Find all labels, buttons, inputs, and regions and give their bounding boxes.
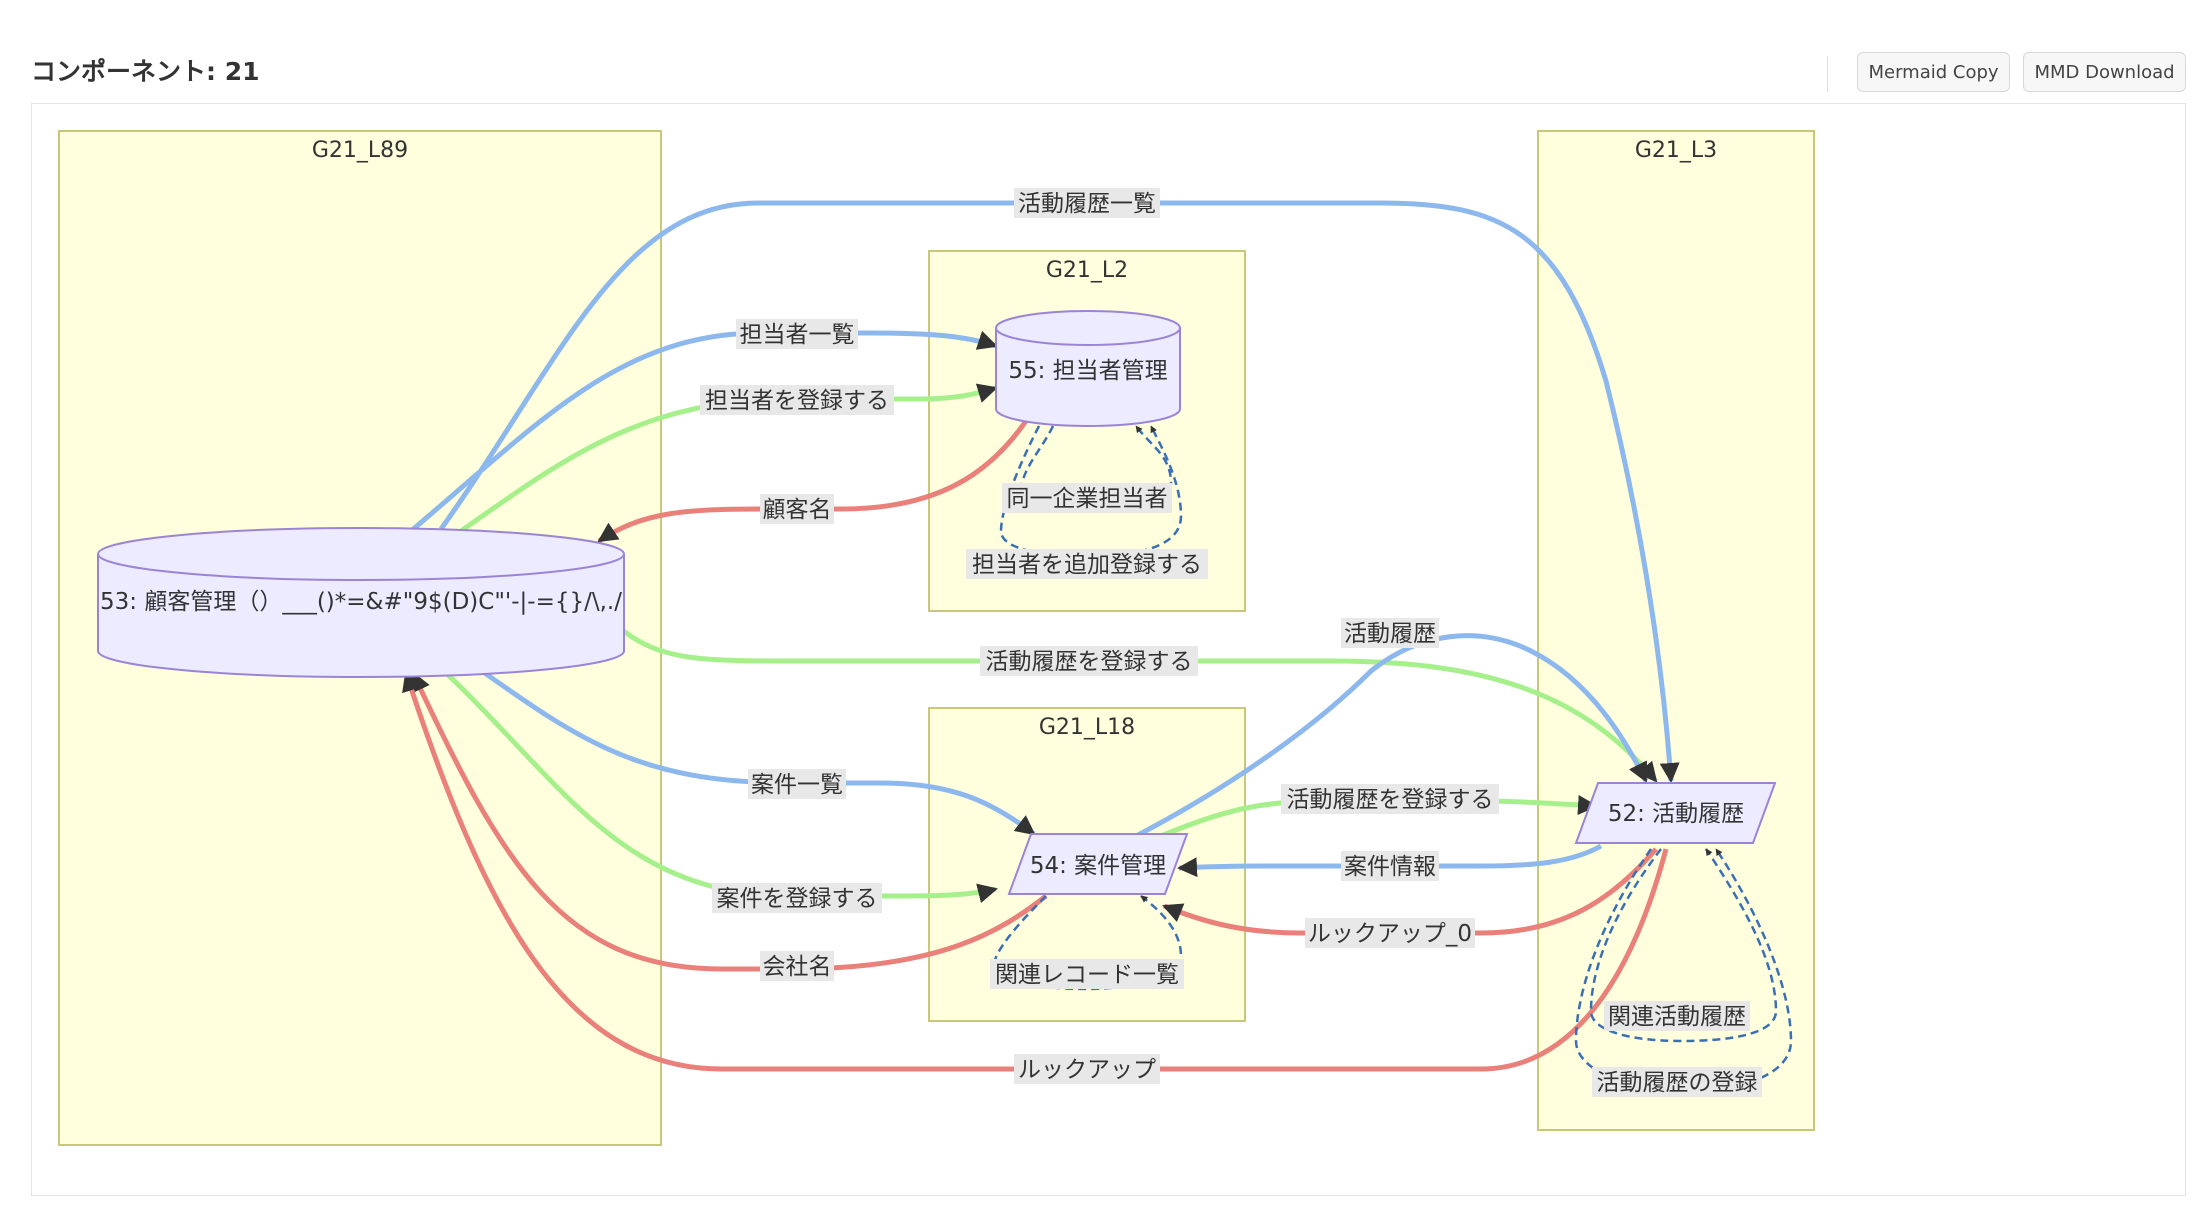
edge-lookup0 (1162, 847, 1658, 936)
label-katsudo-toroku-a: 活動履歴を登録する (986, 649, 1193, 675)
page-title: コンポーネント: 21 (31, 57, 260, 86)
edge-anken-toroku (444, 671, 998, 904)
label-lookup0: ルックアップ_0 (1308, 921, 1472, 947)
node-55-label: 55: 担当者管理 (1008, 358, 1167, 384)
label-anken-toroku: 案件を登録する (717, 886, 878, 912)
group-title-g21-l18: G21_L18 (1039, 715, 1135, 740)
label-lookup: ルックアップ (1018, 1057, 1156, 1083)
label-kanren-record: 関連レコード一覧 (995, 962, 1179, 988)
label-doitsu: 同一企業担当者 (1007, 486, 1168, 512)
node-53-cylinder[interactable]: 53: 顧客管理（）___()*=&#"9$(D)C"'-|-={}/\,./ (97, 527, 625, 678)
edge-katsudo-ichiran (438, 200, 1680, 783)
self-loop-kanren-katsudo (1589, 848, 1778, 1043)
label-katsudo-ichiran: 活動履歴一覧 (1018, 191, 1156, 217)
flowchart-diagram: G21_L89 G21_L2 G21_L18 G21_L3 (58, 130, 1815, 1146)
self-loop-katsudo-no-toroku (1574, 848, 1793, 1093)
label-kaishamei: 会社名 (763, 954, 832, 980)
group-title-g21-l2: G21_L2 (1046, 258, 1128, 283)
node-54-parallelogram[interactable]: 54: 案件管理 (1007, 833, 1189, 895)
label-anken-ichiran: 案件一覧 (751, 772, 843, 798)
group-title-g21-l89: G21_L89 (312, 138, 408, 163)
edge-kaishamei (410, 671, 1048, 972)
label-tsuika: 担当者を追加登録する (972, 552, 1202, 578)
label-kanren-katsudo: 関連活動履歴 (1608, 1004, 1746, 1030)
mermaid-copy-button[interactable]: Mermaid Copy (1857, 52, 2010, 92)
group-title-g21-l3: G21_L3 (1635, 138, 1717, 163)
label-kokyakumei: 顧客名 (763, 497, 832, 523)
header-divider (1827, 56, 1828, 92)
node-52-parallelogram[interactable]: 52: 活動履歴 (1574, 782, 1777, 844)
node-54-label: 54: 案件管理 (1030, 853, 1166, 879)
edge-katsudo-toroku-a (619, 627, 1658, 783)
edge-lookup (402, 671, 1669, 1072)
label-tanto-ichiran: 担当者一覧 (740, 322, 855, 348)
label-tanto-toroku: 担当者を登録する (705, 388, 889, 414)
node-53-label: 53: 顧客管理（）___()*=&#"9$(D)C"'-|-={}/\,./ (100, 589, 622, 615)
node-52-label: 52: 活動履歴 (1608, 801, 1744, 827)
label-katsudo-toroku-b: 活動履歴を登録する (1287, 787, 1494, 813)
edge-tanto-ichiran (409, 330, 998, 533)
edge-labels: 活動履歴一覧 担当者一覧 担当者を登録する 顧客名 同一企業担当者 担当者を追加… (700, 188, 1762, 1097)
self-loop-tsuika (999, 425, 1183, 558)
edge-kokyakumei (597, 419, 1029, 544)
diagram-canvas: G21_L89 G21_L2 G21_L18 G21_L3 (31, 103, 2186, 1196)
mmd-download-button[interactable]: MMD Download (2023, 52, 2186, 92)
label-anken-joho: 案件情報 (1344, 854, 1436, 880)
edge-anken-joho (1177, 843, 1603, 878)
node-55-cylinder[interactable]: 55: 担当者管理 (995, 310, 1181, 427)
label-katsudo: 活動履歴 (1344, 621, 1436, 647)
label-katsudo-no-toroku: 活動履歴の登録 (1597, 1070, 1758, 1096)
